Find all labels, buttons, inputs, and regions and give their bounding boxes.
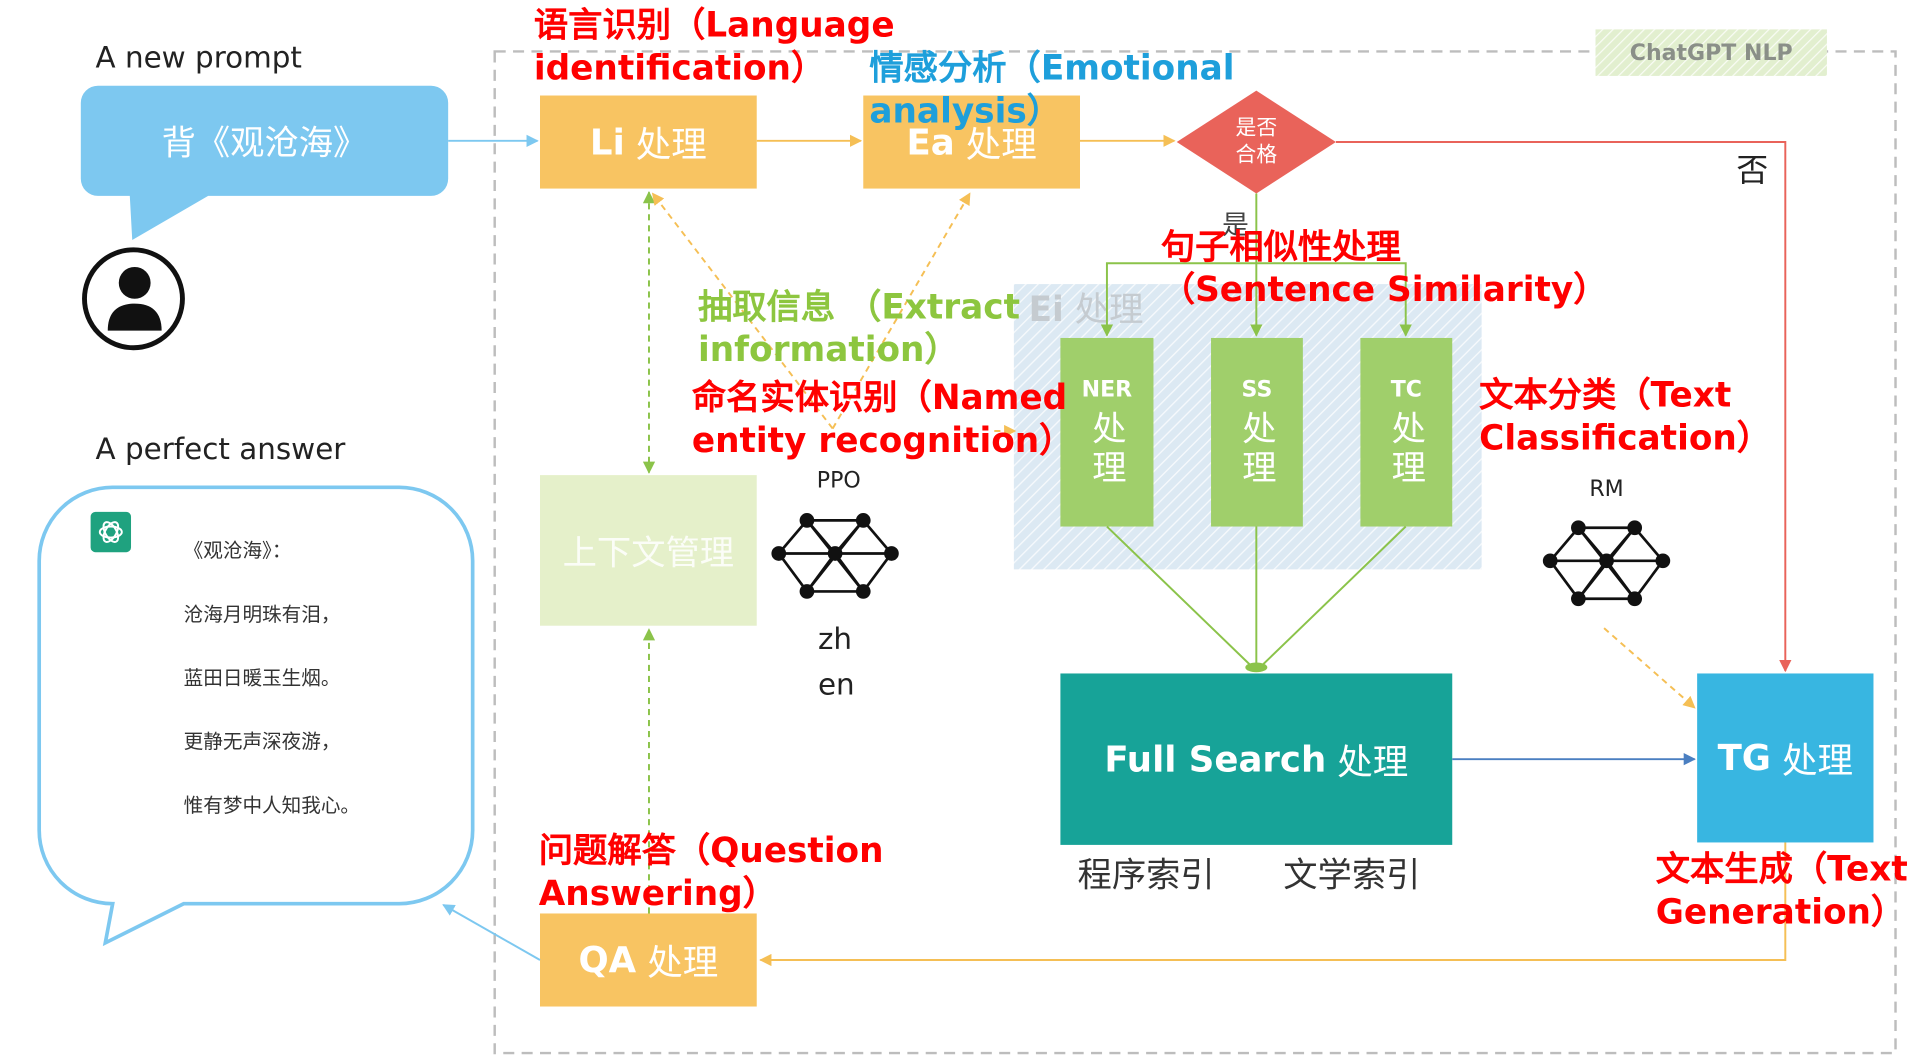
rm-neural-network-icon xyxy=(1541,519,1672,608)
decision-label: 是否 合格 xyxy=(1235,116,1278,168)
answer-speech-bubble xyxy=(37,485,475,947)
li-module-suffix: 处理 xyxy=(635,123,707,166)
dashed-extract-to-ea xyxy=(831,192,971,430)
literature-index-label: 文学索引 xyxy=(1283,854,1421,896)
extract-information-annotation: 抽取信息 （Extract information） xyxy=(697,286,1021,370)
ea-module-abbr: Ea xyxy=(906,121,955,163)
language-label-en: en xyxy=(817,667,855,702)
answer-line: 蓝田日暖玉生烟。 xyxy=(183,666,341,690)
language-label-zh: zh xyxy=(817,622,853,657)
answer-heading: A perfect answer xyxy=(95,432,346,467)
ppo-neural-network-icon xyxy=(771,513,899,599)
arrow-reject-to-tg xyxy=(1335,141,1792,673)
ner-module-box: NER 处理 xyxy=(1060,337,1154,527)
tg-module-abbr: TG xyxy=(1717,737,1771,779)
line-tc-to-search xyxy=(1260,525,1407,667)
quality-decision-diamond xyxy=(1176,90,1336,194)
ss-module-box: SS 处理 xyxy=(1211,337,1303,527)
line-ner-to-search xyxy=(1106,525,1253,667)
tg-module-suffix: 处理 xyxy=(1781,739,1854,782)
prompt-text: 背《观沧海》 xyxy=(161,122,368,163)
full-search-module-suffix: 处理 xyxy=(1337,740,1409,783)
tc-module-box: TC 处理 xyxy=(1360,337,1453,527)
full-search-module-abbr: Full Search xyxy=(1104,738,1327,780)
ea-module-suffix: 处理 xyxy=(965,123,1037,166)
context-management-box: 上下文管理 xyxy=(540,475,757,626)
ei-module-abbr: Ei xyxy=(1028,288,1064,330)
ss-module-abbr: SS xyxy=(1241,376,1273,403)
prompt-speech-bubble xyxy=(80,85,449,240)
nlp-system-label: ChatGPT NLP xyxy=(1629,39,1793,66)
tc-module-suffix: 处理 xyxy=(1386,409,1428,488)
prompt-heading: A new prompt xyxy=(95,40,302,75)
emotional-analysis-annotation: 情感分析（Emotional analysis） xyxy=(869,47,1235,132)
answer-line: 更静无声深夜游， xyxy=(183,729,341,754)
chatgpt-logo-icon xyxy=(90,511,132,553)
merge-node xyxy=(1245,662,1268,673)
text-classification-annotation: 文本分类（Text Classification） xyxy=(1479,374,1772,458)
ei-module-suffix: 处理 xyxy=(1074,288,1144,330)
arrow-accept-branches xyxy=(1100,262,1412,337)
tc-module-abbr: TC xyxy=(1390,376,1422,403)
qa-module-abbr: QA xyxy=(578,939,637,981)
dashed-rm-to-tg xyxy=(1603,627,1696,709)
program-index-label: 程序索引 xyxy=(1077,854,1215,896)
arrow-qa-to-answer xyxy=(442,904,541,961)
arrow-tg-to-qa xyxy=(759,842,1787,967)
ss-module-suffix: 处理 xyxy=(1237,409,1278,488)
answer-line: 惟有梦中人知我心。 xyxy=(183,793,361,817)
qa-module-suffix: 处理 xyxy=(647,941,719,984)
ner-module-abbr: NER xyxy=(1081,376,1133,403)
answer-line: 沧海月明珠有泪， xyxy=(183,602,341,626)
answer-line: 《观沧海》： xyxy=(183,538,292,563)
ppo-model-label: PPO xyxy=(816,467,861,494)
rm-model-label: RM xyxy=(1589,476,1624,503)
question-answering-annotation: 问题解答（Question Answering） xyxy=(538,830,884,914)
nlp-label-background xyxy=(1595,29,1827,76)
nlp-system-boundary xyxy=(493,50,1897,1055)
named-entity-recognition-annotation: 命名实体识别（Named entity recognition） xyxy=(691,377,1074,461)
dashed-extract-to-li xyxy=(651,192,834,430)
ner-module-suffix: 处理 xyxy=(1087,409,1128,488)
decision-yes-label: 是 xyxy=(1222,210,1249,242)
language-identification-annotation: 语言识别（Language identification） xyxy=(533,4,895,89)
context-management-label: 上下文管理 xyxy=(562,532,735,573)
text-generation-annotation: 文本生成（Text Generation） xyxy=(1655,848,1908,932)
user-avatar-icon xyxy=(82,247,185,351)
decision-no-label: 否 xyxy=(1736,153,1769,190)
li-module-abbr: Li xyxy=(589,121,625,163)
sentence-similarity-annotation: 句子相似性处理 （Sentence Similarity） xyxy=(1160,226,1608,310)
